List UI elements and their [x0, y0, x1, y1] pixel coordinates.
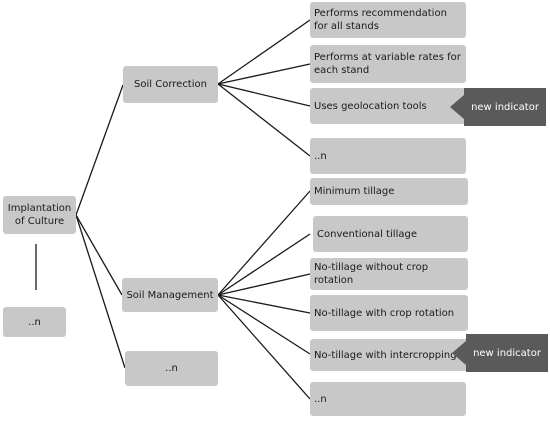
- level1-n-node: ..n: [125, 351, 218, 386]
- sc-item-label: Performs recommendation for all stands: [314, 8, 447, 32]
- edge-root-soil-correction: [75, 84, 124, 216]
- root-sibling-label: ..n: [28, 316, 41, 328]
- edge-sm-1: [217, 190, 311, 296]
- edge-sc-1: [217, 19, 311, 85]
- callout-label: new indicator: [464, 88, 546, 126]
- sc-item-label: Performs at variable rates for each stan…: [314, 52, 461, 76]
- sm-item-node: No-tillage with intercropping: [310, 339, 468, 371]
- sm-item-node: ..n: [310, 382, 466, 416]
- sm-item-label: ..n: [314, 393, 327, 405]
- edge-sm-5: [217, 294, 311, 355]
- sm-item-label: No-tillage with crop rotation: [314, 307, 455, 319]
- edge-root-n: [75, 214, 126, 369]
- sm-item-label: No-tillage with intercropping: [314, 349, 457, 361]
- new-indicator-callout: new indicator: [452, 334, 548, 372]
- sm-item-node: Conventional tillage: [313, 216, 468, 252]
- root-node: Implantation of Culture: [3, 196, 76, 234]
- sc-item-label: ..n: [314, 150, 327, 162]
- soil-correction-label: Soil Correction: [134, 79, 207, 90]
- arrow-left-icon: [452, 341, 466, 365]
- edge-sc-3: [217, 83, 311, 107]
- new-indicator-callout: new indicator: [450, 88, 546, 126]
- edge-sm-3: [217, 273, 311, 296]
- sm-item-node: No-tillage without crop rotation: [310, 258, 468, 290]
- sm-item-label: No-tillage without crop rotation: [314, 262, 429, 286]
- root-label: Implantation of Culture: [7, 203, 72, 227]
- edge-root-soil-management: [75, 214, 123, 296]
- soil-correction-node: Soil Correction: [123, 66, 218, 103]
- callout-label: new indicator: [466, 334, 548, 372]
- sm-item-node: Minimum tillage: [310, 178, 468, 205]
- edge-sc-2: [217, 63, 311, 85]
- sc-item-node: ..n: [310, 138, 466, 174]
- edge-sc-4: [217, 83, 311, 157]
- edge-sm-4: [217, 294, 311, 314]
- sm-item-label: Conventional tillage: [317, 228, 417, 240]
- sm-item-node: No-tillage with crop rotation: [310, 295, 468, 331]
- sc-item-node: Uses geolocation tools: [310, 88, 466, 124]
- sc-item-label: Uses geolocation tools: [314, 100, 427, 112]
- root-sibling-node: ..n: [3, 307, 66, 337]
- soil-management-label: Soil Management: [126, 289, 214, 301]
- arrow-left-icon: [450, 95, 464, 119]
- sc-item-node: Performs at variable rates for each stan…: [310, 45, 466, 83]
- edge-sm-6: [217, 294, 311, 400]
- level1-n-label: ..n: [165, 363, 178, 374]
- sc-item-node: Performs recommendation for all stands: [310, 2, 466, 38]
- sm-item-label: Minimum tillage: [314, 186, 395, 197]
- edge-sm-2: [217, 233, 311, 296]
- soil-management-node: Soil Management: [122, 278, 218, 312]
